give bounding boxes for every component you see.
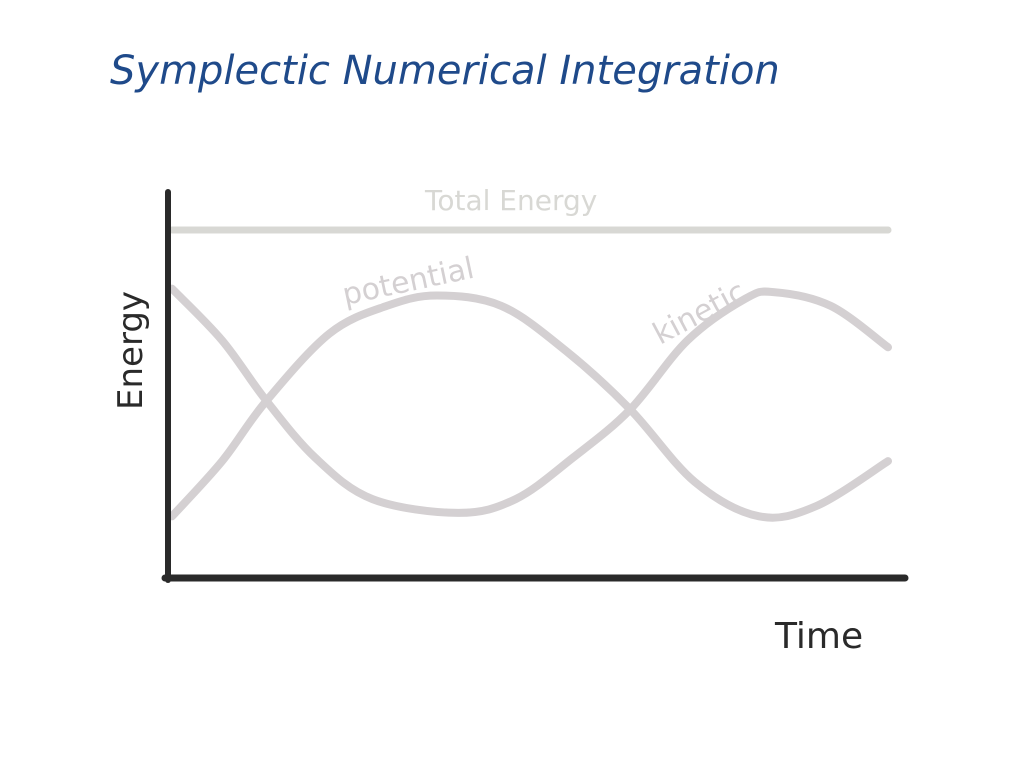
- x-axis-label: Time: [774, 616, 863, 657]
- kinetic-label: kinetic: [647, 274, 752, 352]
- potential-label: potential: [339, 251, 477, 313]
- y-axis-label: Energy: [111, 291, 151, 410]
- series-line-kinetic: [168, 284, 892, 517]
- chart-title: Symplectic Numerical Integration: [110, 48, 780, 94]
- total-energy-label: Total Energy: [424, 184, 597, 217]
- series-line-potential: [168, 291, 892, 522]
